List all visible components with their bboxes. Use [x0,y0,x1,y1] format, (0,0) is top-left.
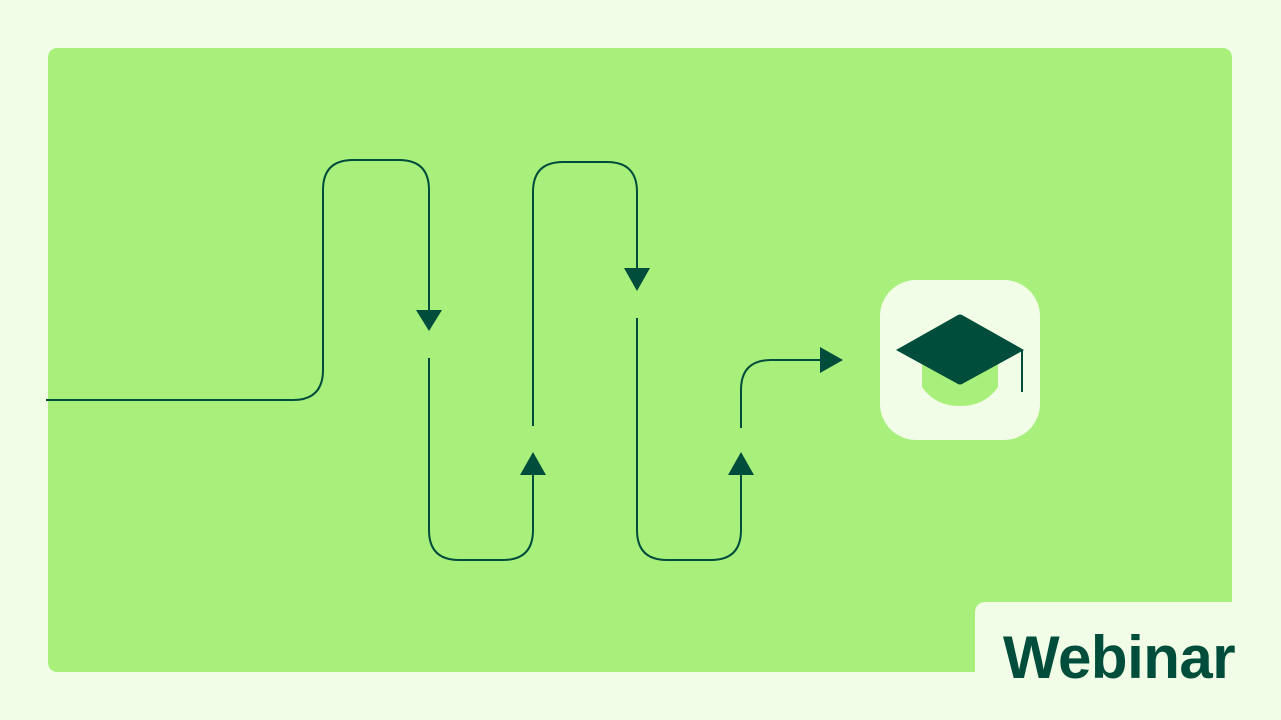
arrow-down-icon [624,268,650,291]
arrow-down-icon [416,310,442,331]
arrow-right-icon [820,347,843,373]
arrow-up-icon [728,452,754,475]
graduation-cap-icon [880,280,1040,440]
arrow-up-icon [520,452,546,475]
flow-path [46,159,822,561]
webinar-label: Webinar [1003,624,1236,691]
label-corner [975,602,1281,720]
